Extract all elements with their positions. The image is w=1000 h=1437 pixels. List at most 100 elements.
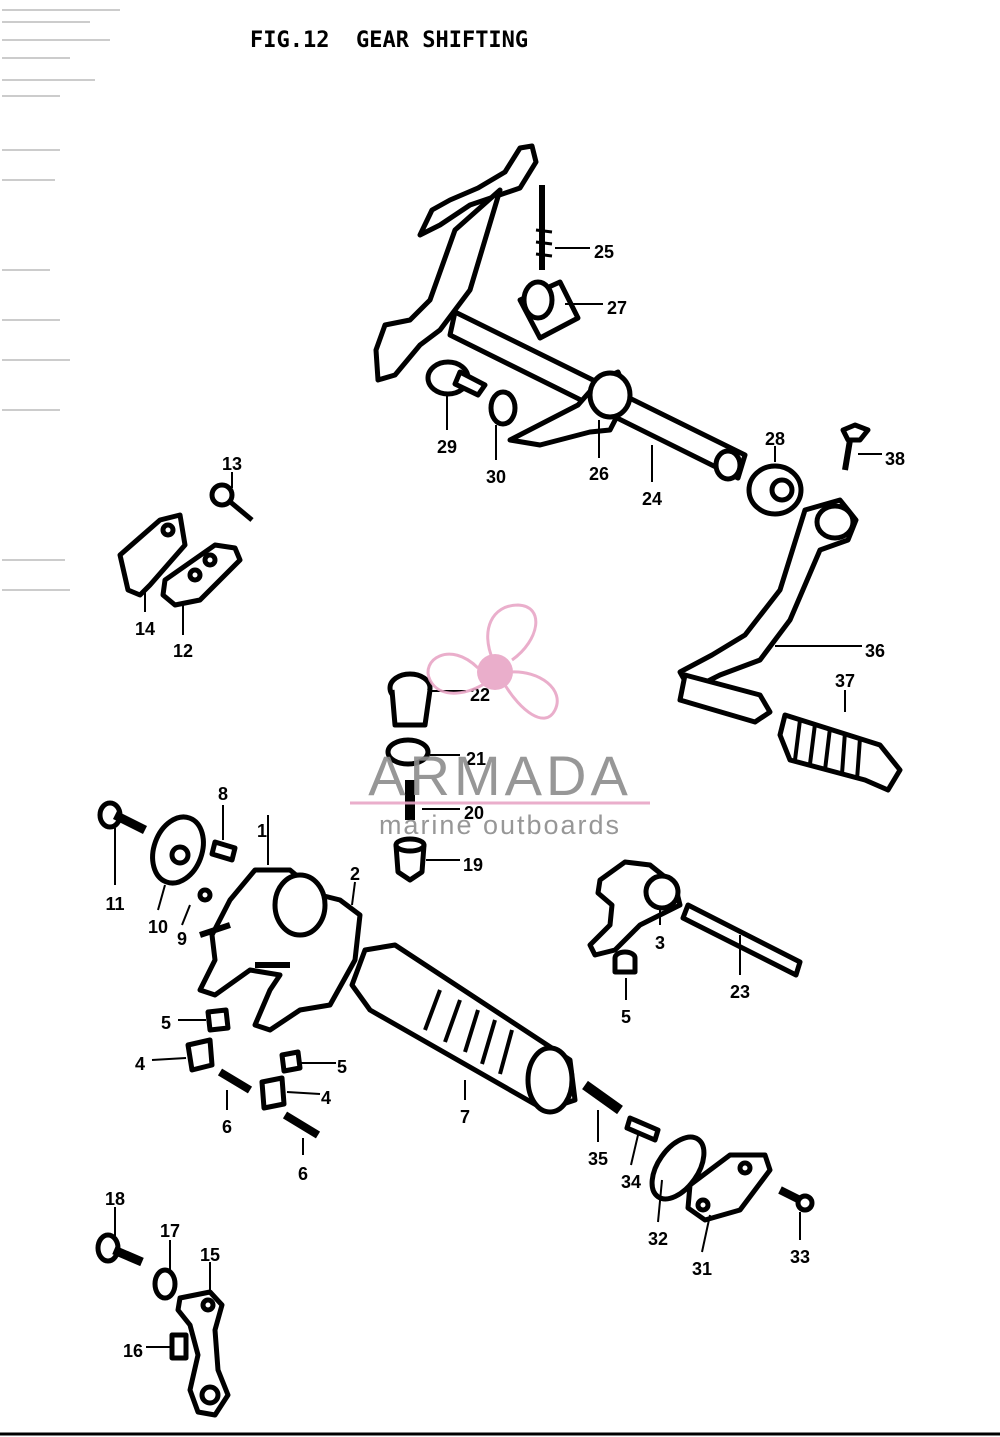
stopper-lever-parts (95, 1232, 231, 1418)
figure-number: FIG.12 (250, 28, 330, 53)
gear-shift-shaft-assembly (373, 143, 804, 517)
callout-c1: 1 (257, 821, 267, 841)
callout-c7: 7 (460, 1107, 470, 1127)
callout-c6b: 6 (298, 1164, 308, 1184)
callout-c11: 11 (105, 894, 124, 914)
callout-c17: 17 (160, 1221, 180, 1241)
callout-c28: 28 (765, 429, 785, 449)
callout-c24: 24 (642, 489, 662, 509)
bushing-28 (746, 463, 804, 517)
callout-c19: 19 (463, 855, 483, 875)
shift-fork-3 (587, 859, 803, 978)
callout-c2: 2 (350, 864, 360, 884)
callout-c5b: 5 (337, 1057, 347, 1077)
leader-line-c32 (657, 1179, 663, 1223)
bolt-11 (97, 800, 148, 835)
callout-c34: 34 (621, 1172, 641, 1192)
plate-10 (150, 814, 206, 886)
washer-30 (488, 389, 518, 427)
leader-line-c4a (151, 1057, 187, 1061)
bolt-29 (425, 359, 488, 398)
callout-c14: 14 (135, 619, 155, 639)
callout-c23: 23 (730, 982, 750, 1002)
pin-16 (169, 1332, 189, 1361)
lever-15 (175, 1289, 231, 1418)
cam-end-parts (582, 1080, 815, 1223)
callout-c9: 9 (177, 929, 187, 949)
callout-c5a: 5 (161, 1013, 171, 1033)
pin-8 (209, 839, 238, 863)
washer-17 (152, 1267, 178, 1301)
roller-5a (205, 1007, 231, 1033)
pin-34 (624, 1115, 661, 1143)
shift-arm-body (373, 187, 503, 383)
leader-line-c9 (181, 904, 191, 926)
callout-c16: 16 (123, 1341, 143, 1361)
bolt-18 (95, 1232, 144, 1267)
callout-c36: 36 (865, 641, 885, 661)
callout-c31: 31 (692, 1259, 712, 1279)
callout-c37: 37 (835, 671, 855, 691)
figure-name: GEAR SHIFTING (355, 28, 529, 53)
callout-c20: 20 (464, 803, 484, 823)
fork-ears (199, 922, 290, 968)
bolt-38 (840, 422, 871, 471)
callout-c27: 27 (607, 298, 627, 318)
callout-c10: 10 (148, 917, 168, 937)
callout-layer: 1234455566789101112131415161718192021222… (105, 242, 905, 1361)
pin-4b (259, 1075, 287, 1111)
spring-35 (582, 1080, 623, 1115)
callout-c26: 26 (589, 464, 609, 484)
callout-c32: 32 (648, 1229, 668, 1249)
watermark-tagline: marine outboards (379, 810, 621, 840)
figure-title: FIG.12 GEAR SHIFTING (250, 28, 528, 53)
neutral-stopper-parts (385, 671, 433, 883)
watermark-brand: ARMADA (368, 744, 632, 807)
callout-c15: 15 (200, 1245, 220, 1265)
scan-noise (2, 9, 120, 591)
leader-line-c34 (630, 1134, 639, 1166)
leader-line-c2 (351, 881, 356, 906)
callout-c25: 25 (594, 242, 614, 262)
screw-6b (282, 1111, 321, 1139)
callout-c35: 35 (588, 1149, 608, 1169)
lever-peg (677, 672, 773, 725)
roller-5c (612, 949, 638, 975)
callout-c21: 21 (466, 749, 486, 769)
callout-c33: 33 (790, 1247, 810, 1267)
callout-c29: 29 (437, 437, 457, 457)
leader-line-c31 (701, 1214, 711, 1253)
screw-13 (209, 482, 254, 522)
callout-c38: 38 (885, 449, 905, 469)
callout-c4a: 4 (135, 1054, 145, 1074)
callout-c18: 18 (105, 1189, 125, 1209)
gasket-21 (385, 737, 431, 767)
callout-c30: 30 (486, 467, 506, 487)
leader-line-c4b (286, 1091, 321, 1095)
leader-line-c10 (157, 884, 166, 911)
lever-rubber (777, 712, 903, 793)
screw-33 (778, 1186, 815, 1213)
armada-watermark: ARMADA marine outboards (350, 603, 650, 840)
small-parts (97, 800, 321, 1139)
leader-lines (114, 247, 882, 1348)
propeller-logo-icon (426, 603, 559, 720)
callout-c4b: 4 (321, 1088, 331, 1108)
callout-c13: 13 (222, 454, 242, 474)
callout-c3: 3 (655, 933, 665, 953)
cam-stopper-plates (117, 482, 254, 608)
callout-c6a: 6 (222, 1117, 232, 1137)
callout-c12: 12 (173, 641, 193, 661)
plug-22 (387, 671, 433, 728)
shift-arm (417, 143, 539, 238)
gear-shift-cam (197, 867, 578, 1115)
callout-c5c: 5 (621, 1007, 631, 1027)
screw-6a (217, 1068, 253, 1094)
gear-shift-lever (677, 422, 903, 793)
roller-5b (279, 1049, 303, 1074)
callout-c8: 8 (218, 784, 228, 804)
pin-4a (185, 1037, 215, 1073)
pin-9 (197, 887, 213, 903)
